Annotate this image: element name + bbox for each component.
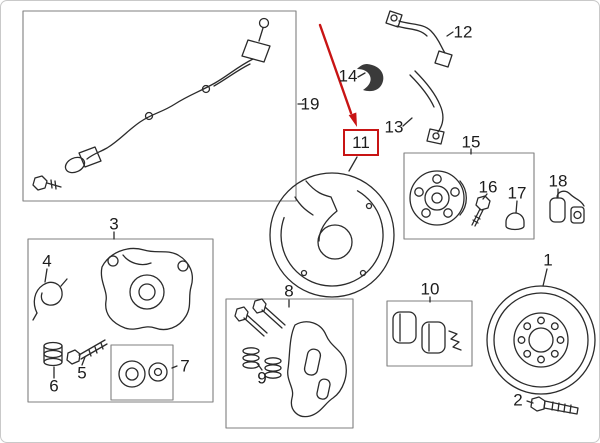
brake-caliper-drawing xyxy=(100,247,193,331)
part-label-2[interactable]: 2 xyxy=(513,390,523,410)
hose-clip-14-drawing xyxy=(357,64,384,92)
part-label-19[interactable]: 19 xyxy=(300,94,320,114)
piston-seal-7-drawing xyxy=(118,360,168,388)
part-label-3[interactable]: 3 xyxy=(109,214,119,234)
guide-pins-drawing xyxy=(234,298,286,379)
part-label-5[interactable]: 5 xyxy=(77,363,87,383)
highlight-arrow xyxy=(318,23,357,127)
group-box-9 xyxy=(225,298,354,429)
wheel-bolt-2-drawing xyxy=(530,396,579,415)
part-label-4[interactable]: 4 xyxy=(42,251,52,271)
protective-boot-6-drawing xyxy=(43,341,63,367)
brake-pads-drawing xyxy=(392,311,462,354)
leader-lines xyxy=(44,31,559,404)
part-label-9[interactable]: 9 xyxy=(257,368,267,388)
dust-shield-drawing xyxy=(269,172,395,298)
part-label-18[interactable]: 18 xyxy=(548,171,568,191)
caliper-carrier-drawing xyxy=(287,321,347,418)
part-label-10[interactable]: 10 xyxy=(420,279,440,299)
part-label-15[interactable]: 15 xyxy=(461,132,481,152)
part-label-11[interactable]: 11 xyxy=(352,132,370,152)
part-label-12[interactable]: 12 xyxy=(453,22,473,42)
group-box-15 xyxy=(403,152,535,240)
part-label-13[interactable]: 13 xyxy=(384,117,404,137)
part-label-1[interactable]: 1 xyxy=(543,250,553,270)
abs-harness-drawing xyxy=(32,17,271,191)
part-label-7[interactable]: 7 xyxy=(180,356,190,376)
brake-hose-12-drawing xyxy=(385,10,453,68)
hub-bolt-16-drawing xyxy=(471,195,491,227)
dust-cap-17-drawing xyxy=(505,212,525,231)
group-box-3 xyxy=(27,238,214,403)
highlighted-part-box[interactable]: 11 xyxy=(343,129,379,156)
part-label-8[interactable]: 8 xyxy=(284,281,294,301)
part-label-14[interactable]: 14 xyxy=(338,66,358,86)
wheel-hub-drawing xyxy=(409,170,467,226)
part-label-17[interactable]: 17 xyxy=(507,183,527,203)
group-box-7 xyxy=(110,344,174,401)
brake-hose-13-drawing xyxy=(409,70,445,145)
group-box-19 xyxy=(22,10,297,202)
brake-rotor-drawing xyxy=(486,285,596,395)
part-label-6[interactable]: 6 xyxy=(49,376,59,396)
retaining-spring-drawing xyxy=(32,278,68,321)
guide-bolt-5-drawing xyxy=(66,339,108,365)
abs-sensor-18-drawing xyxy=(549,190,585,224)
part-label-16[interactable]: 16 xyxy=(478,177,498,197)
